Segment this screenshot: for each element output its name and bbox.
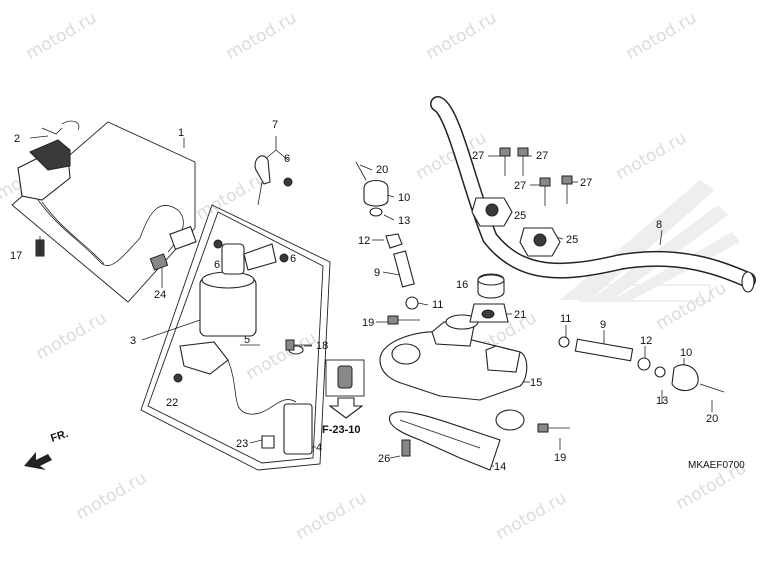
watermark-text: motod.ru xyxy=(23,8,101,64)
key-part xyxy=(254,155,293,206)
callout-24: 24 xyxy=(154,289,166,301)
callout-11-left: 11 xyxy=(432,299,443,311)
callout-23: 23 xyxy=(236,438,248,450)
callout-25-upper: 25 xyxy=(514,210,526,222)
ignition-switch-part xyxy=(173,239,313,455)
callout-15: 15 xyxy=(530,377,542,389)
callout-27-c: 27 xyxy=(514,180,526,192)
right-bar-end-parts xyxy=(558,336,725,393)
handlebar-part xyxy=(430,96,756,293)
group-box-1 xyxy=(11,121,196,303)
reference-box xyxy=(325,359,365,397)
callout-12-left: 12 xyxy=(358,235,370,247)
callout-20-right: 20 xyxy=(706,413,718,425)
callout-3: 3 xyxy=(130,335,136,347)
bridge-bolts xyxy=(387,315,570,433)
handlebar-holder-upper xyxy=(471,197,561,257)
group-box-3-inner xyxy=(147,211,324,464)
callout-25-lower: 25 xyxy=(566,234,578,246)
misc-bolts xyxy=(39,236,411,457)
watermark-text: motod.ru xyxy=(613,128,691,184)
watermark-text: motod.ru xyxy=(653,278,731,334)
callout-6-switch: 6 xyxy=(290,253,296,265)
callout-14: 14 xyxy=(494,461,506,473)
callout-19-right: 19 xyxy=(554,452,566,464)
callout-8: 8 xyxy=(656,219,662,231)
callout-13-left: 13 xyxy=(398,215,410,227)
watermark-text: motod.ru xyxy=(33,308,111,364)
reference-label: F-23-10 xyxy=(322,424,361,436)
top-bridge-part xyxy=(379,314,528,431)
callout-21: 21 xyxy=(514,309,526,321)
callout-9-left: 9 xyxy=(374,267,380,279)
callout-10-right: 10 xyxy=(680,347,692,359)
callout-27-d: 27 xyxy=(580,177,592,189)
group-box-3-outer xyxy=(140,204,331,471)
callout-4: 4 xyxy=(316,442,322,454)
callout-27-b: 27 xyxy=(536,150,548,162)
callout-26: 26 xyxy=(378,453,390,465)
holder-bolts xyxy=(499,147,573,206)
callout-16: 16 xyxy=(456,279,468,291)
callout-22: 22 xyxy=(166,397,178,409)
switch-housing-part xyxy=(17,120,197,271)
watermark-text: motod.ru xyxy=(193,168,271,224)
callout-9-right: 9 xyxy=(600,319,606,331)
bearing-insert xyxy=(328,365,364,419)
callout-13-right: 13 xyxy=(656,395,668,407)
watermark-text: motod.ru xyxy=(293,488,371,544)
callout-19-left: 19 xyxy=(362,317,374,329)
callout-6-left: 6 xyxy=(214,259,220,271)
callout-1: 1 xyxy=(178,127,184,139)
diagram-code: MKAEF0700 xyxy=(688,460,745,471)
front-direction-arrow: FR. xyxy=(24,428,70,470)
front-direction-label: FR. xyxy=(49,428,70,445)
callout-6-key: 6 xyxy=(284,153,290,165)
callout-5: 5 xyxy=(244,334,250,346)
watermark-text: motod.ru xyxy=(423,8,501,64)
callout-17: 17 xyxy=(10,250,22,262)
callout-20-left: 20 xyxy=(376,164,388,176)
callout-labels: 1 2 3 4 5 6 6 6 7 8 9 9 10 10 11 11 12 1… xyxy=(10,119,718,473)
watermark-text: motod.ru xyxy=(243,328,321,384)
bridge-cover-part xyxy=(388,411,501,471)
watermark-text: motod.ru xyxy=(493,488,571,544)
callout-12-right: 12 xyxy=(640,335,652,347)
left-bar-end-parts xyxy=(355,161,419,310)
watermark-text: motod.ru xyxy=(623,8,701,64)
watermark-text: motod.ru xyxy=(223,8,301,64)
callout-7: 7 xyxy=(272,119,278,131)
callout-2: 2 xyxy=(14,133,20,145)
callout-18: 18 xyxy=(316,340,328,352)
callout-11-right: 11 xyxy=(560,313,571,325)
callout-27-a: 27 xyxy=(472,150,484,162)
watermark-text: motod.ru xyxy=(73,468,151,524)
callout-10-left: 10 xyxy=(398,192,410,204)
steering-nut-parts xyxy=(469,273,509,323)
